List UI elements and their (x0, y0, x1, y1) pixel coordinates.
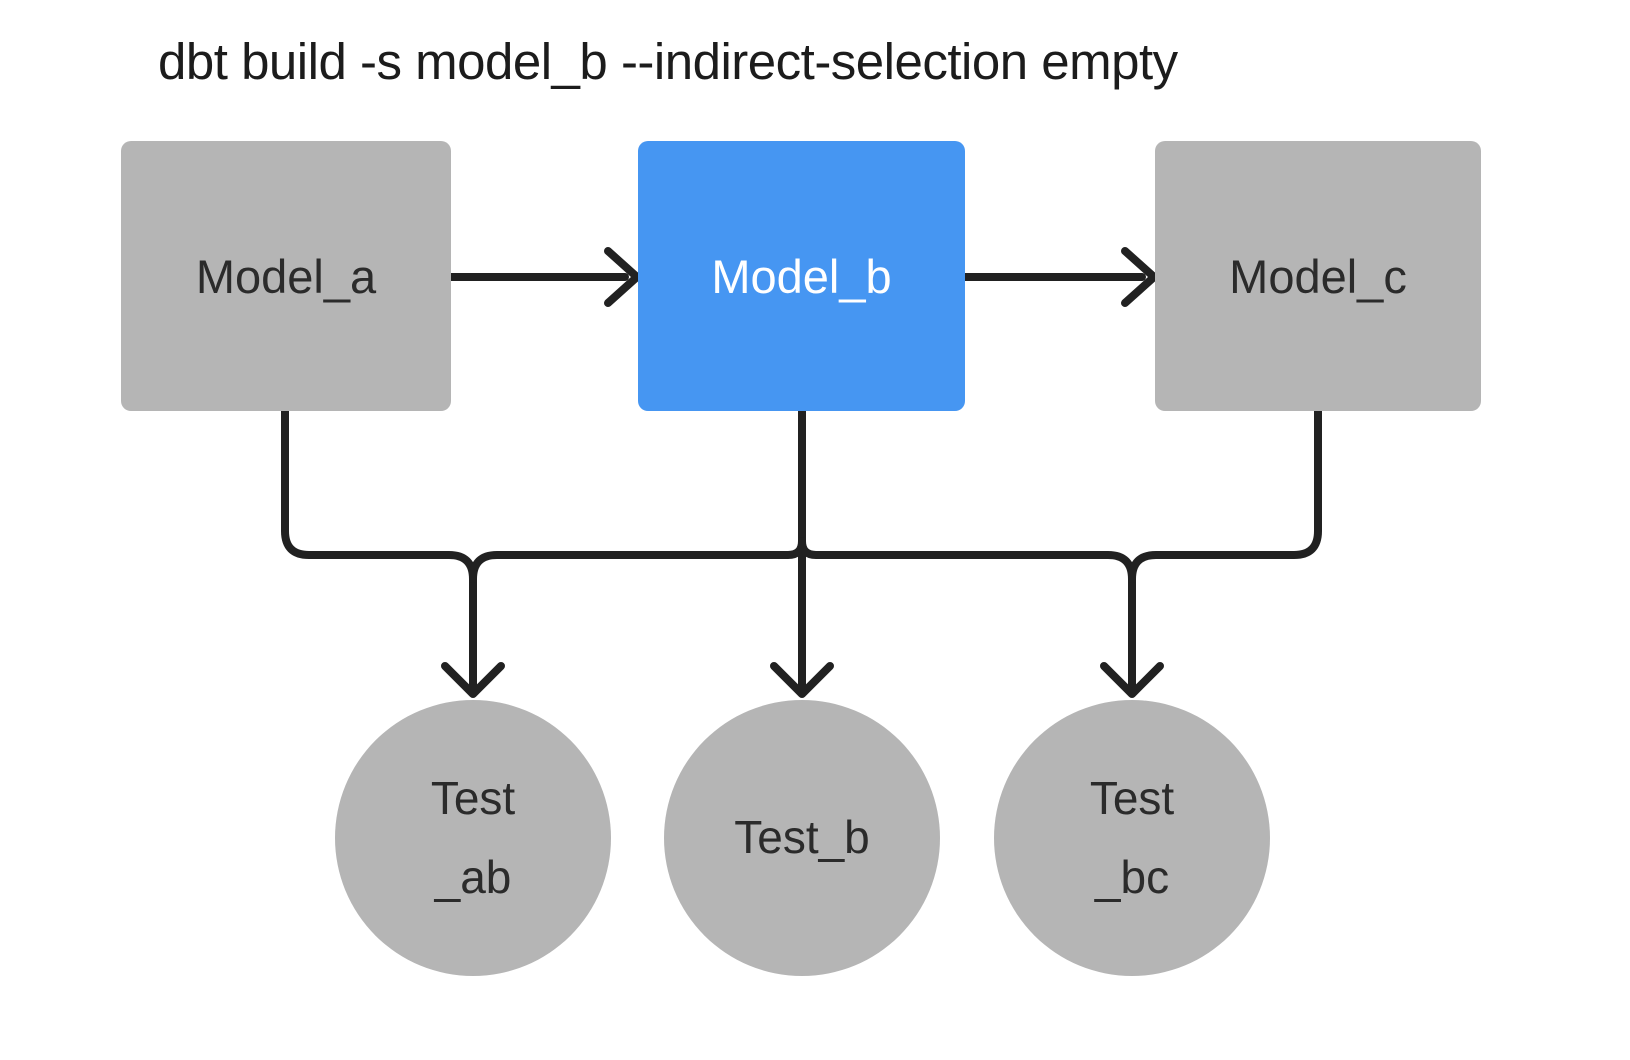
diagram-title: dbt build -s model_b --indirect-selectio… (158, 33, 1178, 90)
arrowhead-model_b-to-model_c (1121, 247, 1158, 307)
node-test-b: Test_b (664, 700, 940, 976)
arrowhead-test_b (770, 662, 834, 698)
edge-model_b-to-test_bc (798, 537, 1136, 692)
edge-model_c-to-test_bc (1128, 406, 1322, 583)
node-model-b-label: Model_b (711, 249, 892, 303)
node-test-ab-label-line2: _ab (434, 851, 512, 903)
node-test-bc: Test _bc (994, 700, 1270, 976)
node-model-c: Model_c (1155, 141, 1481, 411)
node-test-bc-label-line2: _bc (1094, 851, 1170, 903)
edge-model_a-to-test_ab (281, 406, 477, 692)
node-model-a-label: Model_a (195, 249, 377, 303)
arrowhead-model_a-to-model_b (604, 247, 641, 307)
arrowhead-test_ab (441, 662, 505, 698)
node-model-a: Model_a (121, 141, 451, 411)
node-test-ab-label-line1: Test (430, 771, 516, 824)
edge-model_b-to-test_ab (469, 537, 806, 583)
node-test-b-label-line1: Test_b (734, 811, 870, 864)
node-test-bc-label-line1: Test (1089, 771, 1175, 824)
arrowhead-test_bc (1100, 662, 1164, 698)
node-model-c-label: Model_c (1229, 249, 1407, 303)
node-model-b-selected: Model_b (638, 141, 965, 411)
node-test-ab: Test _ab (335, 700, 611, 976)
